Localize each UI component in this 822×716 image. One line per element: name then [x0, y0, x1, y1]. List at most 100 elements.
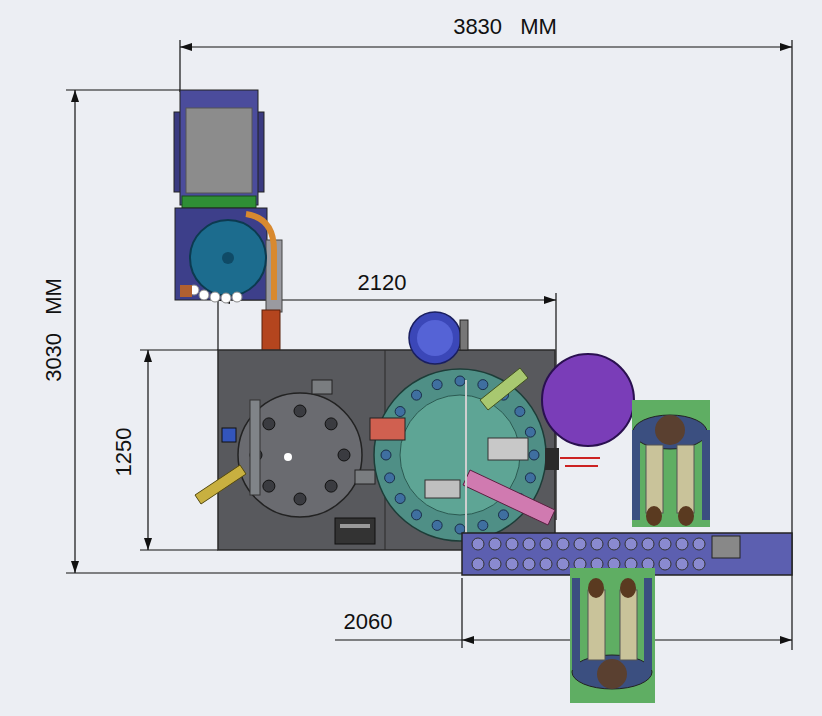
dimension-lines [66, 572, 465, 573]
conveyor [472, 538, 705, 570]
operator [632, 400, 710, 527]
machine-table [560, 458, 600, 466]
machine-table [478, 380, 488, 390]
machine-table [412, 510, 422, 520]
machine-table [381, 450, 391, 460]
dimension-lines [74, 90, 75, 573]
machine-table [395, 493, 405, 503]
operator [588, 590, 605, 660]
operator [633, 415, 707, 449]
machine-table [238, 393, 362, 517]
operator [677, 445, 694, 513]
machine-table [222, 428, 236, 442]
conveyor [625, 538, 637, 550]
machine-table [409, 312, 461, 364]
conveyor [591, 538, 603, 550]
conveyor [506, 538, 518, 550]
conveyor [642, 538, 654, 550]
hopper-unit [222, 252, 234, 264]
conveyor [472, 558, 484, 570]
hopper-unit [221, 293, 231, 303]
dimension-lines [179, 40, 180, 92]
machine-table [525, 427, 535, 437]
hopper-unit [180, 285, 192, 297]
hopper-unit [180, 90, 258, 205]
hopper-unit [210, 292, 220, 302]
conveyor [676, 558, 688, 570]
hopper-unit [182, 196, 256, 208]
machine-table [395, 407, 405, 417]
machine-table [385, 473, 395, 483]
machine-table [284, 453, 292, 461]
operator [646, 445, 663, 513]
conveyor [523, 538, 535, 550]
conveyor [574, 538, 586, 550]
operator [632, 400, 710, 527]
operator [678, 506, 694, 526]
machine-table [432, 520, 442, 530]
operator [620, 590, 637, 660]
conveyor [608, 538, 620, 550]
machine-table [542, 354, 634, 446]
operator [632, 430, 640, 520]
machine-table [355, 470, 375, 484]
machine-table [263, 480, 275, 492]
machine-table [480, 368, 528, 410]
conveyor [659, 538, 671, 550]
dimension-lines [335, 639, 462, 640]
machine-table [463, 470, 555, 525]
conveyor [659, 558, 671, 570]
machine-table [335, 518, 375, 544]
machine-table [195, 465, 246, 504]
conveyor [506, 558, 518, 570]
conveyor [540, 538, 552, 550]
conveyor [523, 558, 535, 570]
dimension-lines [461, 578, 462, 648]
dimension-lines [140, 349, 218, 350]
machine-table [525, 473, 535, 483]
dimension-label: 2060 [344, 611, 393, 633]
dimension-lines [147, 350, 148, 550]
hopper-unit [175, 208, 267, 300]
machine-table [294, 405, 306, 417]
dimension-lines [180, 46, 792, 47]
machine-table [478, 520, 488, 530]
machine-table [425, 480, 460, 498]
machine-table [417, 320, 453, 356]
hopper-unit [199, 290, 209, 300]
machine-table [412, 390, 422, 400]
conveyor [712, 536, 740, 558]
machine-table [460, 320, 468, 350]
conveyor [693, 538, 705, 550]
conveyor [540, 558, 552, 570]
machine-table [381, 376, 539, 534]
hopper-unit [190, 220, 266, 296]
operator [646, 506, 662, 526]
conveyor [676, 538, 688, 550]
dimension-lines [66, 89, 180, 90]
dimension-label: 1250 [113, 428, 135, 477]
operator [572, 578, 580, 670]
machine-table [374, 369, 546, 541]
machine-table [498, 510, 508, 520]
operator [644, 578, 652, 670]
hopper-unit [232, 292, 242, 302]
operator [620, 578, 636, 598]
operator [570, 568, 655, 703]
machine-table [263, 418, 275, 430]
dimension-label: 2120 [358, 272, 407, 294]
operator [572, 655, 652, 689]
machine-table [340, 524, 370, 528]
conveyor [693, 558, 705, 570]
hopper-unit [246, 214, 274, 300]
machine-table [218, 350, 555, 550]
operator [588, 578, 604, 598]
hopper-unit [186, 108, 252, 193]
conveyor [489, 558, 501, 570]
machine-table [488, 438, 528, 460]
hopper-unit [189, 285, 242, 303]
conveyor [557, 538, 569, 550]
machine-table [432, 380, 442, 390]
